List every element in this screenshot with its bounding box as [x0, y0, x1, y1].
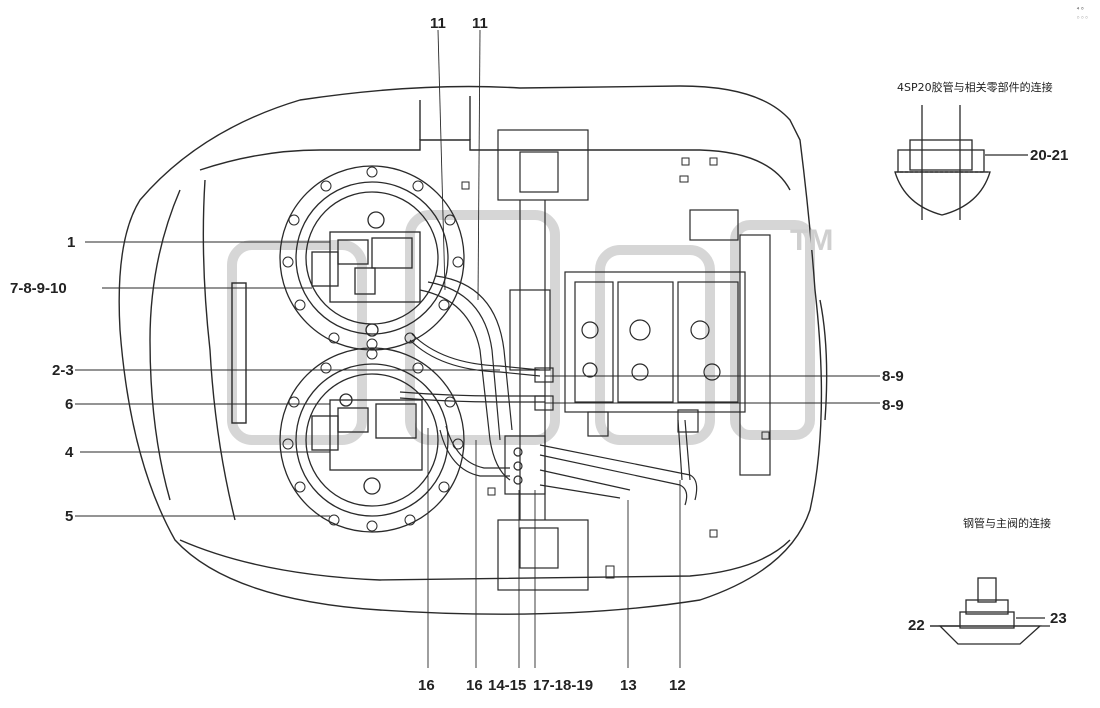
label-4: 4: [65, 444, 74, 461]
label-20-21: 20-21: [1030, 147, 1069, 164]
label-11-left: 11: [430, 15, 446, 32]
watermark-tm: TM: [790, 224, 834, 257]
frame-and-manifold: [497, 129, 589, 591]
label-8-9-upper: 8-9: [882, 368, 904, 385]
label-11-right: 11: [472, 15, 488, 32]
detail-pipe-connection: [930, 577, 1050, 645]
label-8-9-lower: 8-9: [882, 397, 904, 414]
label-2-3: 2-3: [52, 362, 74, 379]
label-12: 12: [669, 677, 686, 694]
main-valve: [564, 209, 771, 476]
machine-outline: [118, 85, 828, 615]
label-7-8-9-10: 7-8-9-10: [10, 280, 67, 297]
label-14-15: 14-15: [488, 677, 527, 694]
caption-pipe-connection: 钢管与主阀的连接: [963, 517, 1051, 530]
label-6: 6: [65, 396, 74, 413]
label-23: 23: [1050, 610, 1067, 627]
label-16-left: 16: [418, 677, 435, 694]
label-13: 13: [620, 677, 637, 694]
corner-mark: ⁴⁰ ◦◦◦: [1076, 6, 1089, 22]
upper-motor: [279, 165, 465, 351]
watermark-outline: [227, 210, 815, 445]
label-17-18-19: 17-18-19: [533, 677, 594, 694]
leader-lines: [75, 29, 880, 668]
detail-hose-connection: [894, 105, 1028, 220]
caption-hose-connection: 4SP20胶管与相关零部件的连接: [897, 81, 1053, 94]
lower-motor: [279, 347, 465, 533]
label-5: 5: [65, 508, 74, 525]
label-22: 22: [908, 617, 925, 634]
label-1: 1: [67, 234, 76, 251]
small-fittings: [461, 157, 770, 579]
label-16-right: 16: [466, 677, 483, 694]
